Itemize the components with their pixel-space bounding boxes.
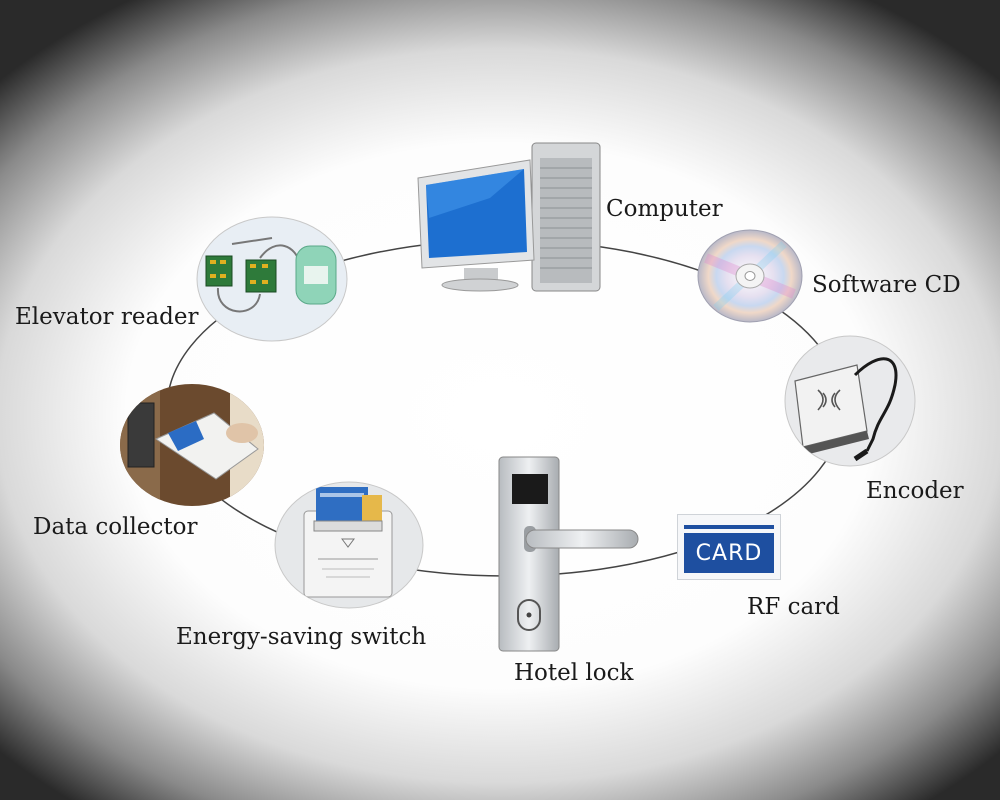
data-collector-icon: [120, 384, 264, 506]
elevator-reader-icon: [196, 216, 348, 342]
label-hotel-lock: Hotel lock: [514, 660, 634, 686]
rf-card-stripe: [684, 525, 774, 529]
label-energy-saving-switch: Energy-saving switch: [176, 624, 427, 650]
software-cd-icon: [697, 229, 803, 323]
rf-card-text: CARD: [695, 540, 763, 566]
encoder-icon: [784, 335, 916, 467]
energy-saving-switch-icon: [274, 481, 424, 609]
label-rf-card: RF card: [747, 594, 840, 620]
rf-card-icon: CARD: [677, 514, 781, 580]
label-computer: Computer: [606, 196, 723, 222]
label-encoder: Encoder: [866, 478, 964, 504]
rf-card-panel: CARD: [684, 533, 774, 573]
computer-icon: [417, 142, 601, 292]
label-elevator-reader: Elevator reader: [15, 304, 199, 330]
hotel-lock-icon: [498, 456, 639, 652]
label-software-cd: Software CD: [812, 272, 961, 298]
label-data-collector: Data collector: [33, 514, 198, 540]
